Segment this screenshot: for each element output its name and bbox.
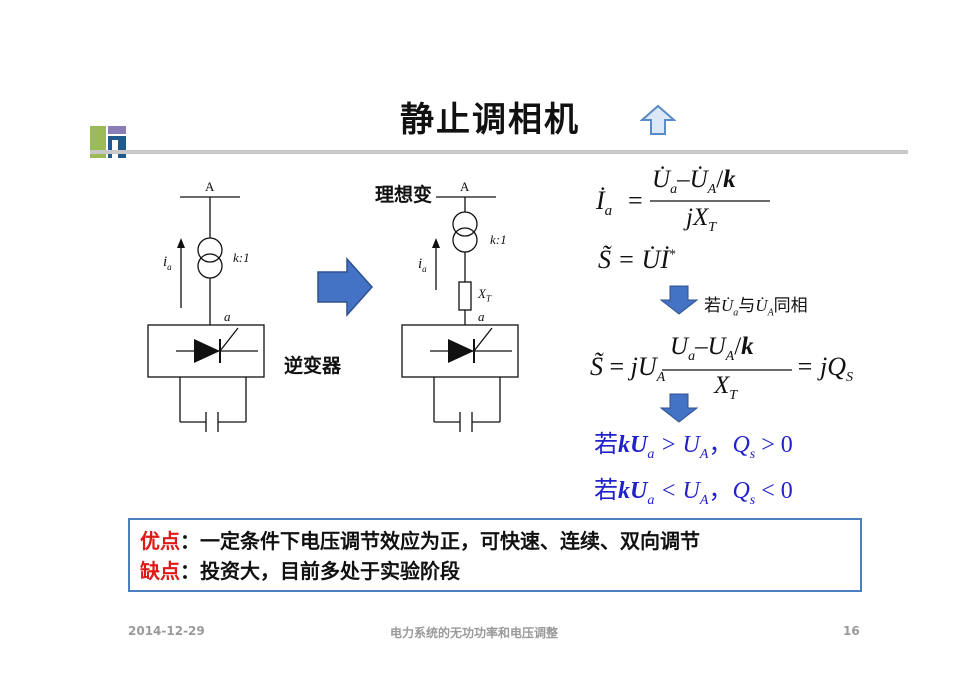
up-arrow-icon[interactable] — [640, 104, 676, 136]
cons-line: 缺点：投资大，目前多处于实验阶段 — [140, 556, 850, 586]
eq3-numerator: Ua–UA/k — [670, 333, 754, 364]
pros-label: 优点 — [140, 529, 180, 553]
right-bus-label: A — [460, 179, 470, 194]
right-current-label: ia — [418, 256, 427, 274]
right-ratio-label: k:1 — [490, 232, 507, 247]
left-ratio-label: k:1 — [233, 250, 250, 265]
reactance-label: XT — [478, 286, 491, 304]
case-positive: 若kUa > UA，Qs > 0 — [594, 430, 793, 462]
right-current-arrowhead — [432, 238, 440, 248]
eq1-numerator: U̇a–U̇A/k — [652, 166, 736, 197]
eq3-lhs: S̃ = jUA — [590, 352, 666, 386]
left-node-label: a — [224, 309, 231, 324]
eq1-denominator: jXT — [686, 204, 717, 235]
pros-text: ：一定条件下电压调节效应为正，可快速、连续、双向调节 — [180, 529, 700, 553]
eq2: S̃ = U̇İ* — [598, 245, 676, 274]
title-rule — [90, 150, 908, 154]
pros-line: 优点：一定条件下电压调节效应为正，可快速、连续、双向调节 — [140, 526, 850, 556]
cons-text: ：投资大，目前多处于实验阶段 — [180, 559, 460, 583]
in-phase-condition: 若U̇a与U̇A同相 — [704, 296, 808, 319]
transform-arrow — [317, 257, 374, 317]
eq1-equals: = — [628, 186, 643, 215]
eq3-rhs: = jQS — [796, 352, 854, 386]
footer-date: 2014-12-29 — [128, 624, 205, 638]
eq1-lhs: İa — [596, 186, 613, 220]
case-negative: 若kUa < UA，Qs < 0 — [594, 476, 793, 508]
down-arrow-1 — [659, 285, 699, 315]
left-current-label: ia — [163, 254, 172, 272]
footer-page-number: 16 — [843, 624, 860, 638]
inverter-label: 逆变器 — [284, 355, 342, 377]
pros-cons-box: 优点：一定条件下电压调节效应为正，可快速、连续、双向调节 缺点：投资大，目前多处… — [128, 518, 862, 592]
ideal-transformer-label: 理想变 — [375, 184, 433, 206]
left-current-arrowhead — [177, 238, 185, 248]
eq3-denominator: XT — [714, 372, 738, 403]
left-circuit — [147, 196, 265, 432]
left-inverter-symbol — [194, 327, 239, 363]
right-inverter-symbol — [448, 327, 493, 363]
left-bus-label: A — [205, 179, 215, 194]
cons-label: 缺点 — [140, 559, 180, 583]
slide-title: 静止调相机 — [400, 100, 580, 140]
footer-course: 电力系统的无功功率和电压调整 — [390, 626, 559, 640]
down-arrow-2 — [659, 393, 699, 423]
right-node-label: a — [478, 309, 485, 324]
